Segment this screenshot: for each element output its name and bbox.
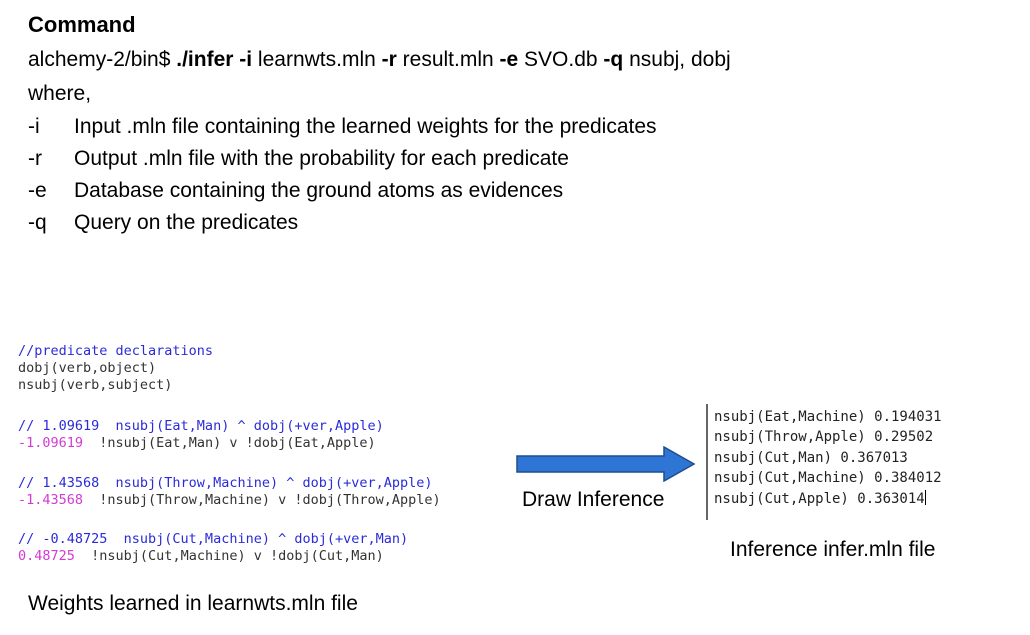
where-label: where, (28, 82, 92, 105)
option-r: -r Output .mln file with the probability … (28, 147, 569, 171)
option-flag: -q (28, 211, 47, 234)
rule-formula: !nsubj(Cut,Machine) v !dobj(Cut,Man) (74, 548, 384, 564)
option-flag: -i (28, 115, 40, 138)
command-line: alchemy-2/bin$ ./infer -i learnwts.mln -… (28, 48, 731, 72)
option-desc: Input .mln file containing the learned w… (74, 115, 657, 138)
rule-line: -1.43568 !nsubj(Throw,Machine) v !dobj(T… (18, 492, 441, 509)
infer-line: nsubj(Cut,Machine) 0.384012 (714, 470, 942, 486)
command-part: learnwts.mln (252, 48, 382, 71)
option-flag: -e (28, 179, 47, 202)
rule-weight: 0.48725 (18, 548, 75, 564)
option-desc: Database containing the ground atoms as … (74, 179, 564, 202)
infer-line: nsubj(Cut,Man) 0.367013 (714, 450, 908, 466)
command-part: nsubj, dobj (623, 48, 731, 71)
option-e: -e Database containing the ground atoms a… (28, 179, 563, 203)
command-title: Command (28, 12, 136, 37)
rule-comment: // 1.43568 nsubj(Throw,Machine) ^ dobj(+… (18, 475, 433, 491)
rule-formula: !nsubj(Throw,Machine) v !dobj(Throw,Appl… (83, 492, 441, 508)
infer-line: nsubj(Throw,Apple) 0.29502 (714, 429, 934, 445)
command-part: ./infer -i (176, 48, 253, 71)
option-q: -q Query on the predicates (28, 211, 298, 235)
infer-output-panel (706, 404, 983, 520)
option-desc: Output .mln file with the probability fo… (74, 147, 569, 170)
infer-line-text: nsubj(Cut,Apple) 0.363014 (714, 491, 925, 507)
rule-comment: // -0.48725 nsubj(Cut,Machine) ^ dobj(+v… (18, 531, 409, 547)
decl-comment: //predicate declarations (18, 343, 214, 359)
infer-caption: Inference infer.mln file (730, 538, 936, 561)
rule-weight: -1.09619 (18, 435, 84, 451)
command-part: result.mln (396, 48, 500, 71)
rule-line: -1.09619 !nsubj(Eat,Man) v !dobj(Eat,App… (18, 435, 376, 452)
infer-line: nsubj(Eat,Machine) 0.194031 (714, 409, 942, 425)
command-part: -e (499, 48, 519, 71)
text-cursor (924, 490, 926, 505)
infer-line-last: nsubj(Cut,Apple) 0.363014 (714, 490, 926, 507)
rule-weight: -1.43568 (18, 492, 84, 508)
command-part: -q (603, 48, 624, 71)
learnwts-caption: Weights learned in learnwts.mln file (28, 592, 358, 615)
rule-line: 0.48725 !nsubj(Cut,Machine) v !dobj(Cut,… (18, 548, 384, 565)
right-arrow-icon (516, 446, 696, 482)
arrow-label: Draw Inference (522, 488, 665, 511)
option-i: -i Input .mln file containing the learned… (28, 115, 657, 139)
command-prompt: alchemy-2/bin$ (28, 48, 177, 71)
command-part: -r (381, 48, 397, 71)
decl-dobj: dobj(verb,object) (18, 360, 157, 376)
decl-nsubj: nsubj(verb,subject) (18, 377, 173, 393)
option-desc: Query on the predicates (74, 211, 299, 234)
rule-formula: !nsubj(Eat,Man) v !dobj(Eat,Apple) (83, 435, 376, 451)
rule-comment: // 1.09619 nsubj(Eat,Man) ^ dobj(+ver,Ap… (18, 418, 384, 434)
option-flag: -r (28, 147, 42, 170)
command-part: SVO.db (518, 48, 604, 71)
